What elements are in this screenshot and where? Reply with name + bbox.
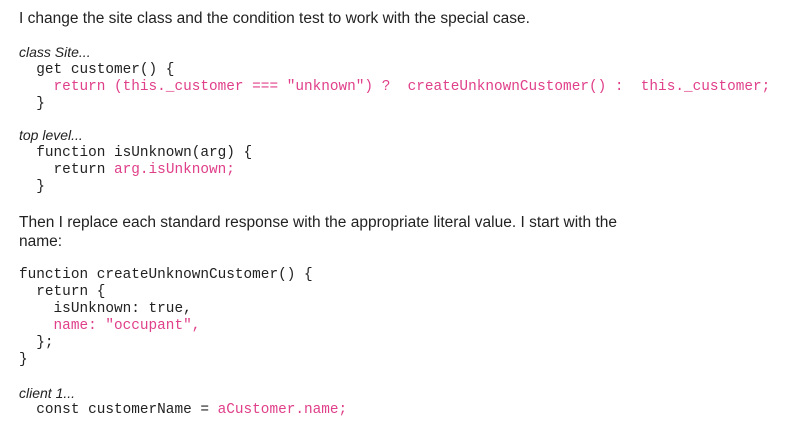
paragraph-line: Then I replace each standard response wi… bbox=[19, 214, 617, 231]
code-line: isUnknown: true, bbox=[19, 301, 192, 317]
code-label-client-1: client 1... bbox=[19, 385, 76, 401]
code-line: const customerName = aCustomer.name; bbox=[19, 402, 348, 418]
code-line: } bbox=[19, 96, 45, 112]
paragraph-line: name: bbox=[19, 233, 63, 250]
code-line: function createUnknownCustomer() { bbox=[19, 267, 313, 283]
code-line: }; bbox=[19, 335, 54, 351]
code-label-class-site: class Site... bbox=[19, 44, 91, 60]
code-line: } bbox=[19, 179, 45, 195]
code-line: get customer() { bbox=[19, 62, 175, 78]
code-line: } bbox=[19, 352, 28, 368]
code-line: return { bbox=[19, 284, 106, 300]
code-line: return (this._customer === "unknown") ? … bbox=[53, 79, 771, 95]
code-line: return arg.isUnknown; bbox=[19, 162, 235, 178]
code-label-top-level: top level... bbox=[19, 127, 83, 143]
intro-text: I change the site class and the conditio… bbox=[19, 10, 530, 27]
code-line: function isUnknown(arg) { bbox=[19, 145, 253, 161]
code-line: name: "occupant", bbox=[53, 318, 201, 334]
